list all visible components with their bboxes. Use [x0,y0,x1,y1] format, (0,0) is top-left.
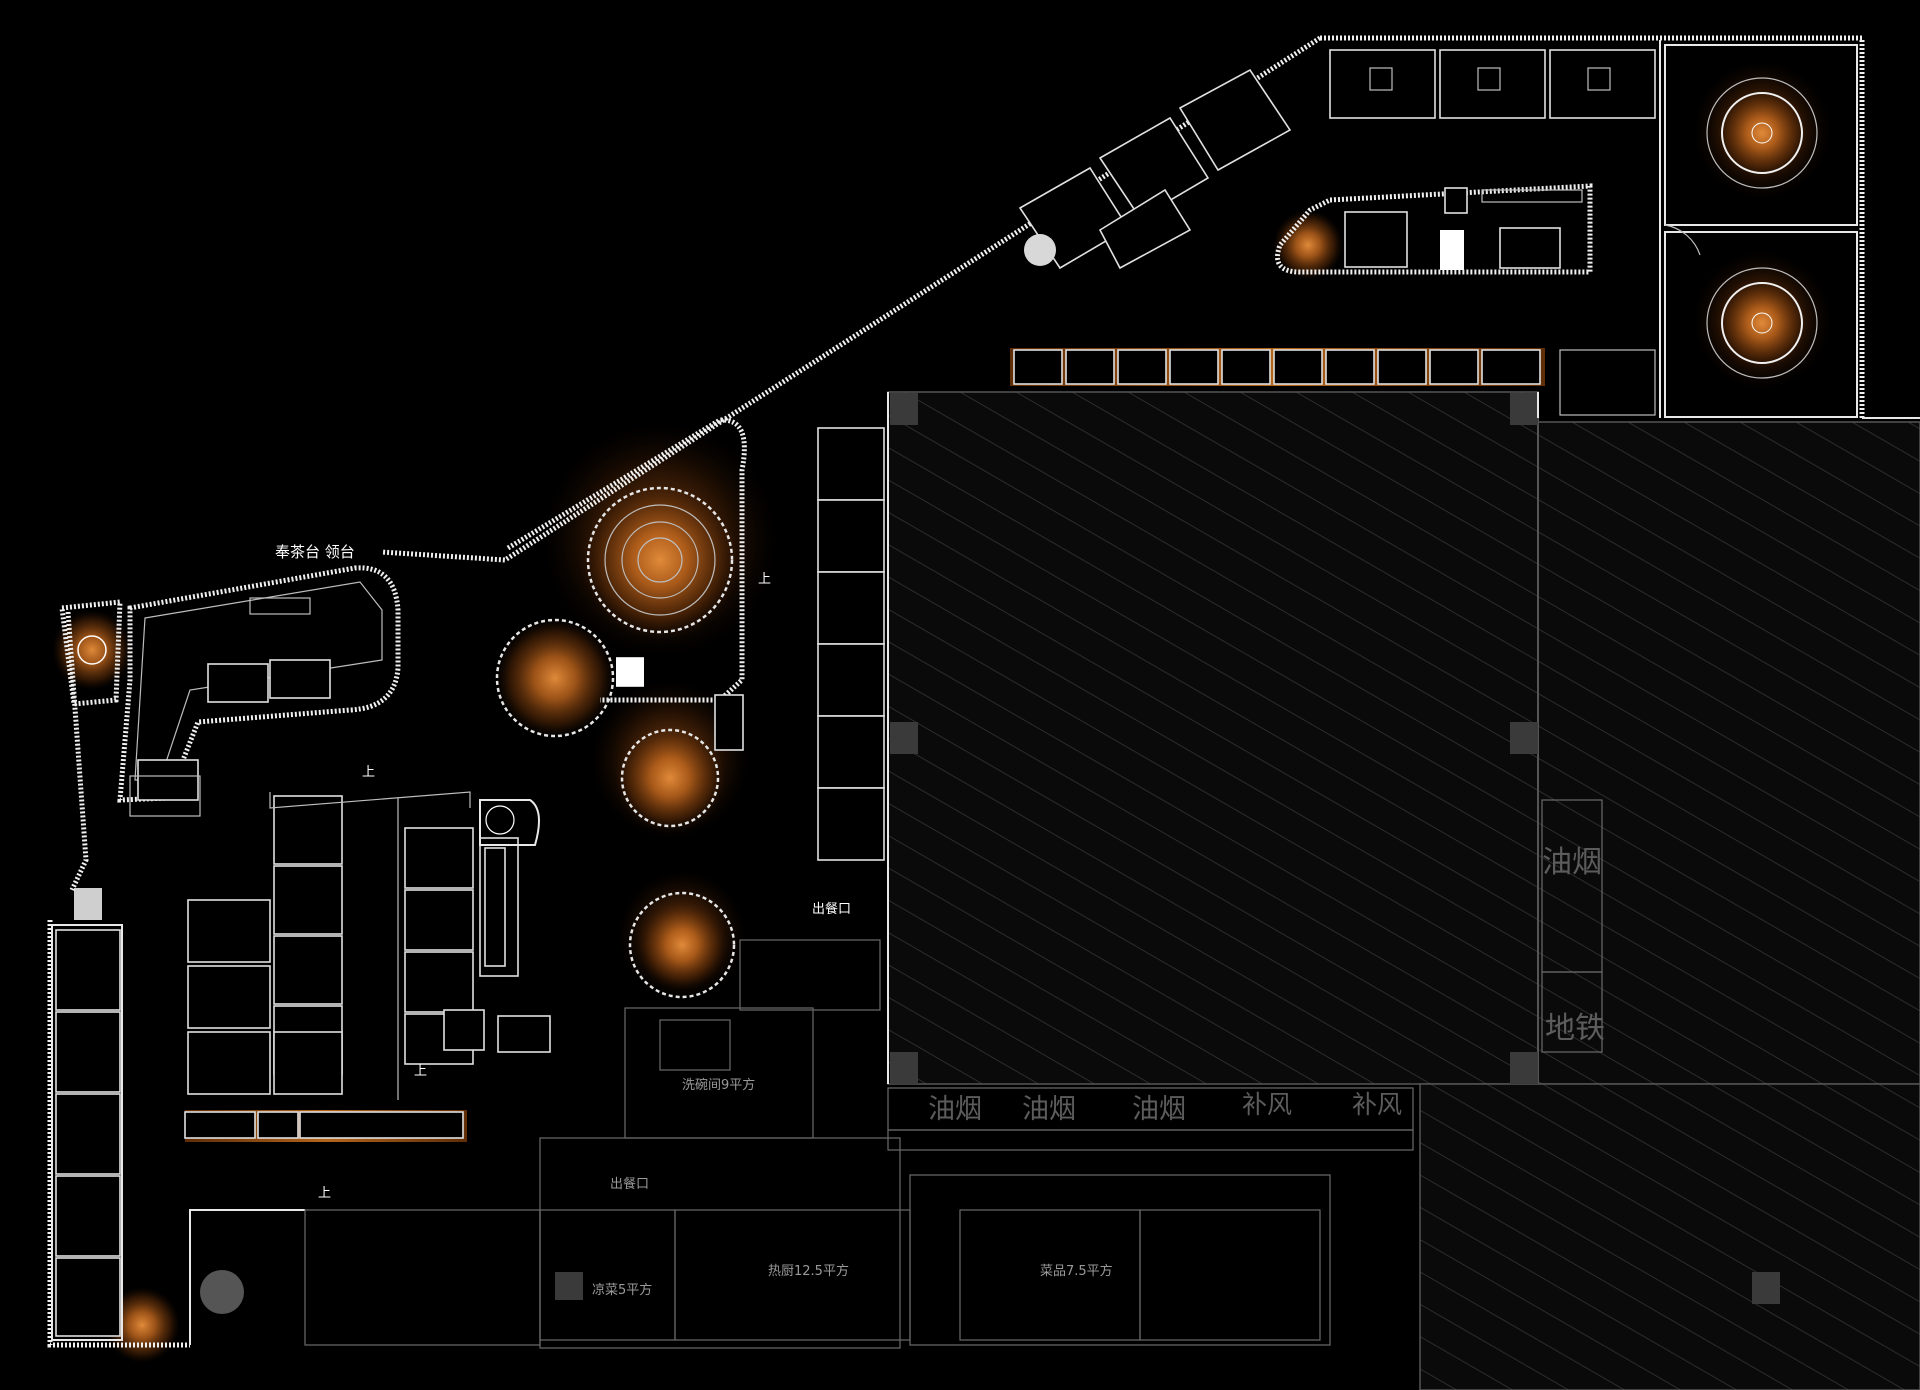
right-panels [1541,799,1603,1053]
reception-counter [59,565,401,817]
hot-kitchen-label: 热厨12.5平方 [768,1263,849,1279]
column-icon [555,1272,583,1300]
outer-walls [47,35,1920,1348]
column-icon [1752,1272,1780,1304]
plan-labels: 奉茶台 领台 出餐口 出餐口 洗碗间9平方 热厨12.5平方 凉菜5平方 菜品7… [275,543,1605,1298]
column-icon [74,888,102,920]
spiral-seating [495,417,747,999]
oil-smoke-label-1: 油烟 [928,1094,982,1125]
round-table-1 [1706,77,1818,189]
fresh-air-label-1: 补风 [1242,1090,1292,1119]
column-icon [890,393,918,425]
up-label-1: 上 [362,765,375,780]
fresh-air-label-2: 补风 [1352,1090,1402,1119]
oil-smoke-label-2: 油烟 [1022,1094,1076,1125]
up-label-4: 上 [758,572,771,587]
dish-out-label-2: 出餐口 [610,1176,649,1192]
left-booths [51,924,123,1341]
booth-column-left [817,427,885,861]
dishwash-label: 洗碗间9平方 [682,1077,755,1093]
cold-dish-label: 凉菜5平方 [592,1282,652,1298]
center-booth-island [1275,183,1593,275]
tea-counter-label: 奉茶台 领台 [275,543,355,561]
top-booths [1018,49,1656,270]
round-table-2 [1706,267,1818,379]
glow-bar [184,1110,467,1142]
dish-out-label-1: 出餐口 [812,901,851,917]
dining-grid [187,791,551,1100]
oil-smoke-right-label: 油烟 [1542,845,1602,880]
up-label-3: 上 [318,1186,331,1201]
kitchen-zone [200,939,1414,1349]
column-icon [1510,722,1538,754]
private-rooms [1559,44,1858,418]
light-glows [52,60,1832,1363]
hatched-structure [887,391,1920,1390]
column-icon [1510,393,1538,425]
up-label-2: 上 [414,1064,427,1079]
oil-smoke-label-3: 油烟 [1132,1094,1186,1125]
booth-row-top [1010,348,1545,386]
subway-label: 地铁 [1545,1011,1605,1046]
vegetable-label: 菜品7.5平方 [1040,1263,1113,1279]
column-icon [890,1052,918,1084]
column-icon [890,722,918,754]
column-icon [1510,1052,1538,1084]
